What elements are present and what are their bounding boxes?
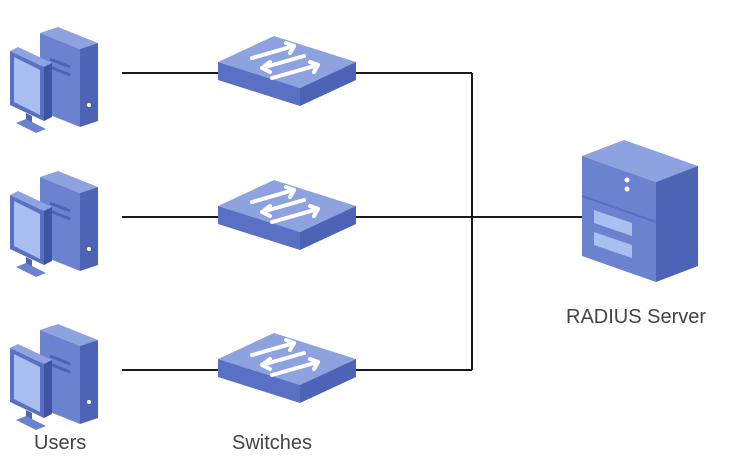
user-computer-icon: [8, 322, 100, 432]
switches-label: Switches: [232, 432, 313, 454]
user-computers: [8, 25, 100, 432]
radius-server-icon: [581, 139, 699, 283]
user-computer-icon: [8, 169, 100, 279]
connection-lines: [122, 72, 590, 371]
radius-server-label: RADIUS Server: [566, 306, 707, 328]
switch-icon: [216, 34, 358, 108]
user-computer-icon: [8, 25, 100, 135]
switches: [216, 34, 358, 405]
users-label: Users: [34, 432, 87, 454]
switch-icon: [216, 331, 358, 405]
switch-icon: [216, 178, 358, 252]
